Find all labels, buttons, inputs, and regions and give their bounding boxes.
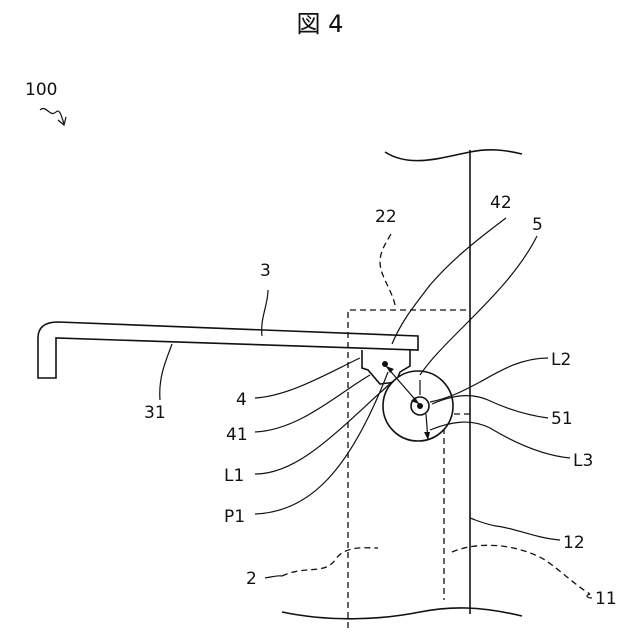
label-2: 2 [246, 569, 257, 589]
label-51: 51 [551, 409, 573, 429]
label-11: 11 [595, 589, 617, 609]
section-wave-2 [282, 548, 378, 576]
label-P1: P1 [224, 507, 245, 527]
label-100: 100 [25, 80, 57, 100]
leader-lines [160, 218, 592, 598]
label-3: 3 [260, 261, 271, 281]
label-41: 41 [226, 425, 248, 445]
label-42: 42 [490, 193, 512, 213]
label-5: 5 [532, 215, 543, 235]
figure-title: 図 4 [297, 10, 344, 38]
label-31: 31 [144, 403, 166, 423]
leader-100-arrow [40, 108, 66, 125]
label-L3: L3 [573, 451, 593, 471]
round-member-5 [383, 371, 453, 441]
label-4: 4 [236, 390, 247, 410]
label-L2: L2 [551, 350, 571, 370]
label-22: 22 [375, 207, 397, 227]
pivot-point-P1 [382, 361, 388, 367]
arm-3 [38, 322, 418, 378]
label-L1: L1 [224, 466, 244, 486]
label-12: 12 [563, 533, 585, 553]
